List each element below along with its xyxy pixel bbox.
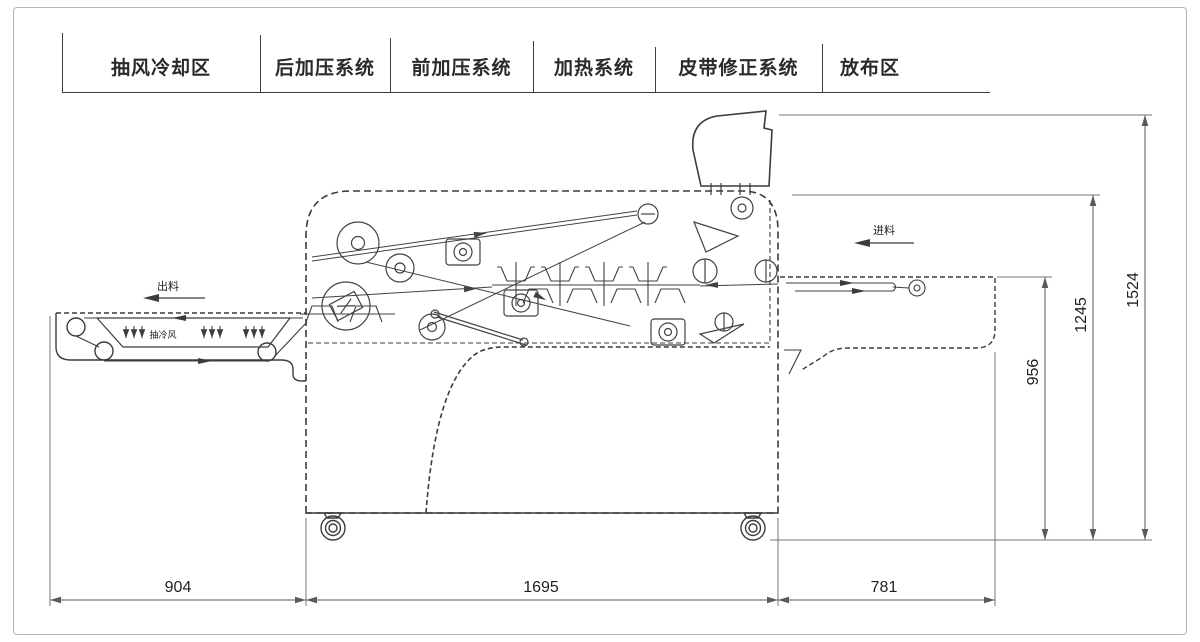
cooling-belt-lines <box>75 317 308 362</box>
hood-outline <box>691 110 773 187</box>
zone-label-fabric-placing: 放布区 <box>840 58 901 79</box>
caster-wheels <box>320 512 766 541</box>
hood-legs <box>710 183 751 195</box>
infeed-annotation: 进料 <box>854 223 914 247</box>
infeed-label: 进料 <box>873 223 895 237</box>
outfeed-label: 出料 <box>157 279 179 293</box>
zone-label-belt-tracking: 皮带修正系统 <box>678 58 799 79</box>
zone-label-front-press: 前加压系统 <box>411 58 512 79</box>
correction-levers <box>692 196 754 344</box>
bearing-block-2 <box>503 289 539 317</box>
front-panel-outline <box>425 346 770 514</box>
feed-table <box>780 276 996 375</box>
machine-mechanism <box>300 196 779 347</box>
infeed-arrow-head <box>854 239 870 247</box>
bearing-block-1 <box>445 238 481 266</box>
dim-text-956: 956 <box>1025 359 1042 386</box>
dimension-measures <box>50 115 1149 604</box>
zone-band-baseline <box>62 92 990 93</box>
dim-text-1524: 1524 <box>1125 272 1142 308</box>
feed-belt <box>786 279 926 297</box>
belt-arrows <box>463 231 718 301</box>
heater-elements <box>300 262 700 323</box>
exhaust-hood <box>691 110 773 195</box>
dim-text-904: 904 <box>165 579 192 596</box>
zone-label-heating: 加热系统 <box>553 58 634 79</box>
zone-divider-2 <box>260 35 261 92</box>
zone-label-rear-press: 后加压系统 <box>274 58 375 79</box>
bearing-block-3 <box>650 318 686 346</box>
dim-text-1695: 1695 <box>523 579 559 596</box>
zone-divider-6 <box>822 44 823 92</box>
dimension-texts: 904 1695 781 956 1245 1524 <box>165 272 1142 596</box>
zone-divider-1 <box>62 33 63 92</box>
cooling-belt-arrows <box>172 315 212 364</box>
zone-label-cooling: 抽风冷却区 <box>110 58 211 79</box>
cooling-air-label: 抽冷风 <box>149 329 176 340</box>
cooling-table-outline <box>55 313 306 382</box>
cooling-table: 抽冷风 <box>55 312 308 382</box>
cooling-air-arrows <box>122 326 266 338</box>
feed-table-support <box>784 349 802 375</box>
zone-divider-4 <box>533 41 534 92</box>
outfeed-arrow-head <box>143 294 159 302</box>
roller-symbols <box>692 258 778 332</box>
dimension-lines <box>49 114 1152 606</box>
zone-divider-5 <box>655 47 656 92</box>
outfeed-annotation: 出料 <box>143 279 205 302</box>
caster-right <box>740 512 766 541</box>
dim-text-781: 781 <box>871 579 898 596</box>
feed-table-outline <box>780 276 996 372</box>
body-outline <box>305 190 779 514</box>
belt-runs <box>311 210 779 331</box>
dim-text-1245: 1245 <box>1073 297 1090 333</box>
caster-left <box>320 512 346 541</box>
zone-divider-3 <box>390 38 391 92</box>
feed-belt-arrows <box>840 280 866 294</box>
tension-strut <box>430 309 529 347</box>
machine-body <box>305 190 779 514</box>
